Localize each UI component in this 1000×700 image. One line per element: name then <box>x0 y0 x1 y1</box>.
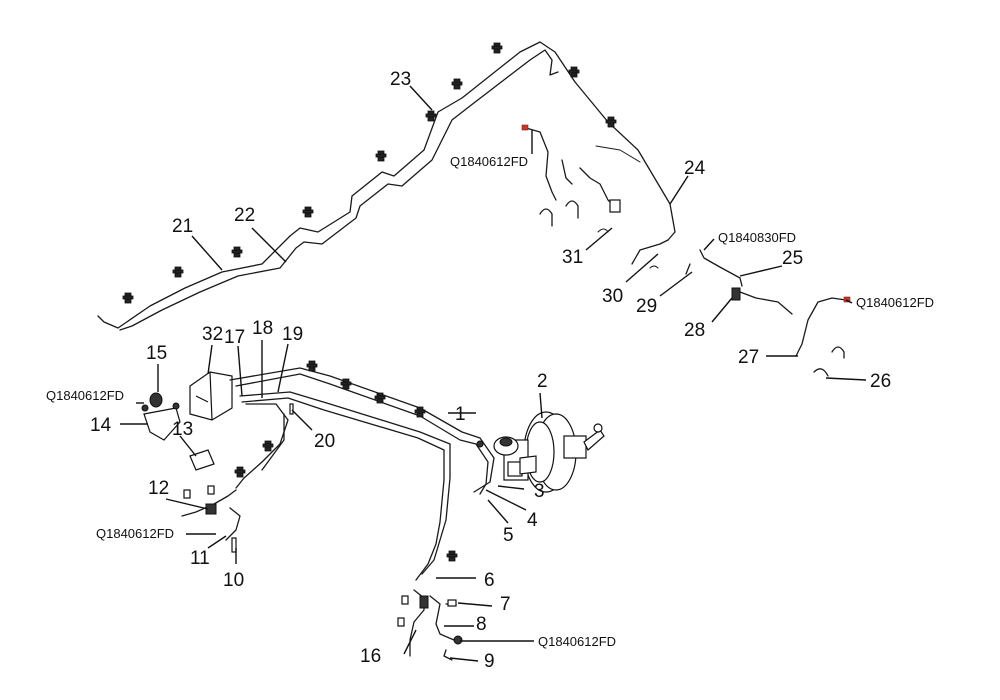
callout-5[interactable]: 5 <box>503 525 514 546</box>
rear-line-clips <box>122 42 617 304</box>
callout-26[interactable]: 26 <box>870 371 891 392</box>
part-code-label[interactable]: Q1840612FD <box>96 526 174 541</box>
bracket-clip <box>831 346 845 359</box>
callout-20[interactable]: 20 <box>314 431 335 452</box>
clip-icon <box>414 406 426 418</box>
callout-14[interactable]: 14 <box>90 415 112 436</box>
clip-icon <box>425 110 437 122</box>
clip-icon <box>262 440 274 452</box>
clip-icon <box>231 246 243 258</box>
bleeder-accent <box>843 296 851 303</box>
callout-7[interactable]: 7 <box>500 594 511 615</box>
callout-17[interactable]: 17 <box>224 327 245 348</box>
callout-32[interactable]: 32 <box>202 324 223 345</box>
callout-4[interactable]: 4 <box>527 510 538 531</box>
brake-booster <box>493 411 605 493</box>
bleeder-accent <box>521 124 529 131</box>
clip-icon <box>340 378 352 390</box>
callout-25[interactable]: 25 <box>782 248 803 269</box>
part-code-label[interactable]: Q1840612FD <box>46 388 124 403</box>
bracket-clip <box>565 200 579 219</box>
callout-22[interactable]: 22 <box>234 205 255 226</box>
callout-19[interactable]: 19 <box>282 324 303 345</box>
callout-10[interactable]: 10 <box>223 570 244 591</box>
bracket-clip <box>813 368 829 377</box>
clip-icon <box>172 266 184 278</box>
rear-right-hose-group <box>631 239 851 377</box>
front-line-clips <box>234 360 458 562</box>
callout-27[interactable]: 27 <box>738 347 759 368</box>
callouts: 1 2 3 4 5 6 7 8 9 10 11 12 13 14 15 16 1… <box>90 69 891 672</box>
callout-12[interactable]: 12 <box>148 478 169 499</box>
clip-icon <box>491 42 503 54</box>
callout-28[interactable]: 28 <box>684 320 705 341</box>
clip-icon <box>446 550 458 562</box>
abs-module <box>189 371 233 421</box>
clip-icon <box>122 292 134 304</box>
callout-9[interactable]: 9 <box>484 651 495 672</box>
clip-icon <box>451 78 463 90</box>
rear-brake-lines <box>97 41 676 331</box>
callout-13[interactable]: 13 <box>172 419 193 440</box>
clip-icon <box>374 392 386 404</box>
callout-1[interactable]: 1 <box>455 404 466 425</box>
callout-3[interactable]: 3 <box>534 481 545 502</box>
part-codes: Q1840612FD Q1840830FD Q1840612FD Q184061… <box>46 154 934 649</box>
clip-icon <box>605 116 617 128</box>
abs-bracket <box>141 392 215 471</box>
front-brake-lines <box>181 367 495 661</box>
callout-18[interactable]: 18 <box>252 318 273 339</box>
callout-23[interactable]: 23 <box>390 69 411 90</box>
callout-6[interactable]: 6 <box>484 570 495 591</box>
hose-fitting <box>419 595 429 609</box>
callout-8[interactable]: 8 <box>476 614 487 635</box>
callout-24[interactable]: 24 <box>684 158 706 179</box>
callout-29[interactable]: 29 <box>636 296 657 317</box>
hose-fitting <box>731 287 741 301</box>
callout-16[interactable]: 16 <box>360 646 381 667</box>
part-code-label[interactable]: Q1840612FD <box>856 295 934 310</box>
part-code-label[interactable]: Q1840830FD <box>718 230 796 245</box>
front-fittings <box>183 403 484 645</box>
callout-11[interactable]: 11 <box>190 548 210 569</box>
callout-31[interactable]: 31 <box>562 247 583 268</box>
part-code-label[interactable]: Q1840612FD <box>450 154 528 169</box>
clip-icon <box>375 150 387 162</box>
part-code-label[interactable]: Q1840612FD <box>538 634 616 649</box>
callout-30[interactable]: 30 <box>602 286 623 307</box>
clip-icon <box>568 66 580 78</box>
bracket-clip <box>539 208 553 227</box>
leader-lines <box>120 85 867 662</box>
callout-2[interactable]: 2 <box>537 371 548 392</box>
callout-21[interactable]: 21 <box>172 216 193 237</box>
rear-left-hose-group <box>521 124 621 233</box>
clip-icon <box>234 466 246 478</box>
mount-bushing <box>149 392 163 408</box>
callout-15[interactable]: 15 <box>146 343 167 364</box>
clip-icon <box>302 206 314 218</box>
clip-icon <box>306 360 318 372</box>
hose-fitting <box>609 199 621 213</box>
